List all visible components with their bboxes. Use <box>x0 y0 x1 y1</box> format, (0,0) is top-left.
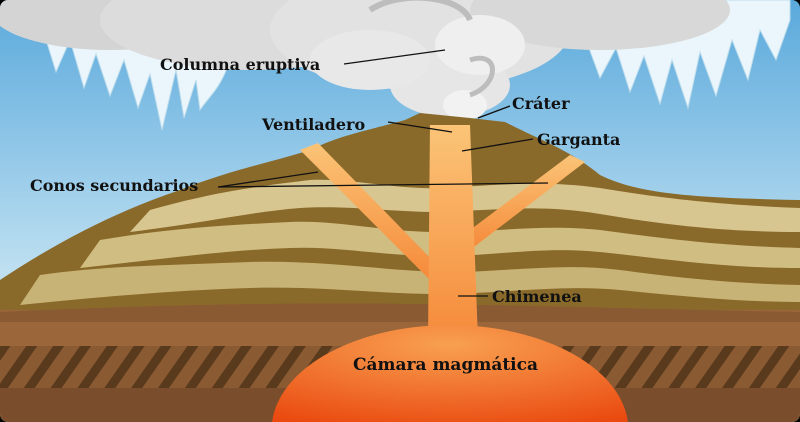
label-camara-magmatica: Cámara magmática <box>353 355 538 375</box>
label-columna-eruptiva: Columna eruptiva <box>160 55 320 74</box>
rock-band <box>20 261 800 305</box>
magma-chamber <box>272 325 628 422</box>
eruption-cloud <box>0 0 730 120</box>
label-crater: Cráter <box>512 94 570 113</box>
label-conos-secundarios: Conos secundarios <box>30 176 198 195</box>
label-ventiladero: Ventiladero <box>261 115 365 134</box>
ground-layer-top <box>0 303 800 322</box>
magma-conduit <box>300 125 585 340</box>
label-chimenea: Chimenea <box>492 287 582 306</box>
leader-lines <box>217 49 549 297</box>
label-garganta: Garganta <box>537 130 620 149</box>
